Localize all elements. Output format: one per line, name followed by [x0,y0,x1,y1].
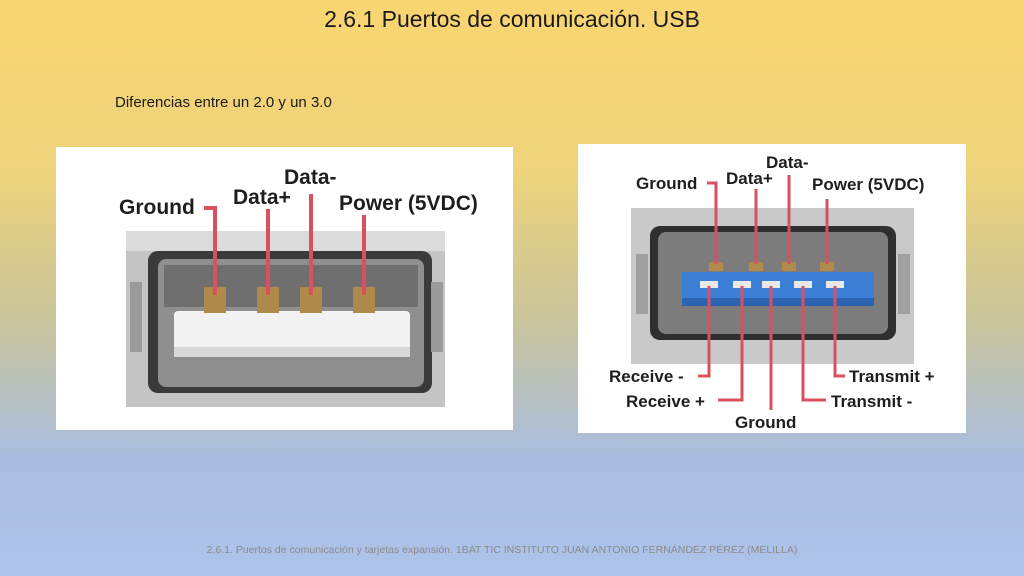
usb3-contact-transmit-plus [826,281,844,288]
usb3-leader-ground-top [707,181,718,264]
usb3-label-ground-top: Ground [636,174,697,193]
usb2-port-diagram: Ground Data+ Data- Power (5VDC) [56,147,513,430]
usb2-right-clip [431,282,443,352]
usb2-label-ground: Ground [119,196,195,219]
usb3-label-power: Power (5VDC) [812,175,924,194]
usb2-left-clip [130,282,142,352]
usb3-label-data-plus: Data+ [726,169,773,188]
usb2-leader-ground [204,206,217,295]
usb3-leader-transmit-plus [833,286,845,378]
usb2-contact-ground [204,287,226,313]
usb3-contact-receive-plus [733,281,751,288]
usb3-right-clip [898,254,910,314]
usb3-leader-receive-plus [718,286,744,402]
usb2-label-power: Power (5VDC) [339,192,478,215]
usb2-tongue-shade [174,347,410,357]
usb3-contact-ground-top [709,262,723,271]
usb3-contact-ground-bottom [762,281,780,288]
usb3-label-ground-bottom: Ground [735,413,796,432]
usb3-label-data-minus: Data- [766,153,809,172]
usb3-port-drawing: Ground Data+ Data- Power (5VDC) Receive … [609,153,935,432]
usb3-contact-data-plus [749,262,763,271]
usb3-label-transmit-minus: Transmit - [831,392,912,411]
usb2-contact-power [353,287,375,313]
usb3-blue-insert-shade [682,298,874,306]
usb3-left-clip [636,254,648,314]
usb2-tongue [174,311,410,357]
usb3-blue-insert [682,272,874,306]
usb3-label-receive-minus: Receive - [609,367,684,386]
usb3-contact-data-minus [782,262,796,271]
usb3-contact-transmit-minus [794,281,812,288]
usb3-label-receive-plus: Receive + [626,392,705,411]
usb2-cavity-shadow [164,265,418,307]
usb2-port-drawing: Ground Data+ Data- Power (5VDC) [119,166,478,407]
usb2-label-data-plus: Data+ [233,186,291,209]
slide-footer: 2.6.1. Puertos de comunicación y tarjeta… [206,544,798,556]
usb2-label-data-minus: Data- [284,166,337,189]
usb3-leader-receive-minus [698,286,711,378]
usb2-contact-data-minus [300,287,322,313]
usb2-contact-data-plus [257,287,279,313]
usb3-contact-power [820,262,834,271]
usb2-housing-top [126,231,445,251]
usb3-contact-receive-minus [700,281,718,288]
usb3-port-diagram: Ground Data+ Data- Power (5VDC) Receive … [578,144,966,433]
usb3-label-transmit-plus: Transmit + [849,367,935,386]
usb3-leader-transmit-minus [801,286,826,402]
slide-subtitle: Diferencias entre un 2.0 y un 3.0 [115,94,332,111]
slide-title: 2.6.1 Puertos de comunicación. USB [324,6,700,32]
